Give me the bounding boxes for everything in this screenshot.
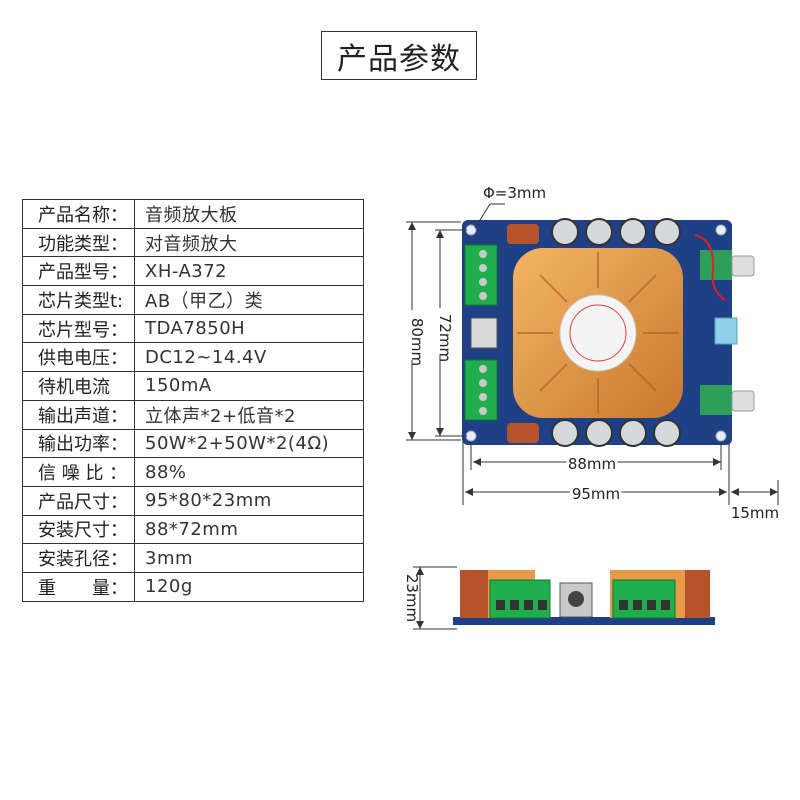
side-terminal-right <box>612 579 676 619</box>
spec-value: 对音频放大 <box>134 227 364 258</box>
dim-width-inner: 88mm <box>568 455 616 473</box>
spec-key: 供电电压： <box>22 342 135 373</box>
spec-key: 待机电流 <box>22 371 135 401</box>
spec-key: 产品名称： <box>22 199 135 229</box>
spec-value: TDA7850H <box>134 313 364 344</box>
mount-hole <box>465 224 477 236</box>
side-inductor <box>685 570 710 618</box>
chip-label-disc <box>559 294 637 372</box>
mount-hole <box>715 224 727 236</box>
board-side-view: 23mm <box>403 566 715 630</box>
spec-value: AB（甲乙）类 <box>134 285 364 315</box>
dim-height-outer: 80mm <box>408 318 426 366</box>
inductor <box>507 423 539 443</box>
spec-row: 产品型号：XH-A372 <box>22 256 364 287</box>
spec-table-body: 产品名称：音频放大板 功能类型：对音频放大 产品型号：XH-A372 芯片类型t… <box>22 199 364 602</box>
spec-key: 芯片类型t: <box>22 285 135 315</box>
spec-value: 95*80*23mm <box>134 485 364 516</box>
side-terminal-left <box>489 579 551 619</box>
spec-key: 安装尺寸： <box>22 514 135 545</box>
spec-row: 输出功率：50W*2+50W*2(4Ω) <box>22 428 364 459</box>
capacitors-bottom <box>551 419 681 447</box>
knob-top <box>731 255 755 277</box>
spec-value: DC12~14.4V <box>134 342 364 373</box>
spec-key: 产品型号： <box>22 256 135 287</box>
dim-label-bg <box>429 308 451 354</box>
inductor <box>507 224 539 244</box>
spec-row: 芯片型号：TDA7850H <box>22 313 364 344</box>
spec-value: 150mA <box>134 371 364 401</box>
potentiometer-top <box>700 250 732 280</box>
dim-thickness: 23mm <box>403 574 421 622</box>
spec-value: XH-A372 <box>134 256 364 287</box>
spec-row: 供电电压：DC12~14.4V <box>22 342 364 373</box>
knob-bottom <box>731 390 755 412</box>
side-terminal-holes <box>496 600 670 610</box>
dc-jack <box>470 317 498 349</box>
spec-value: 3mm <box>134 543 364 573</box>
aux-jack <box>714 317 738 345</box>
side-dc-jack-hole <box>568 591 584 607</box>
heatsink-fins <box>517 252 679 414</box>
side-inductor <box>460 570 488 618</box>
spec-key: 安装孔径： <box>22 543 135 573</box>
board-top-view: 80mm 72mm 88mm 95mm 15mm Φ=3mm <box>401 184 779 522</box>
side-dimension-arrows <box>416 567 424 629</box>
potentiometer-bottom <box>700 385 732 415</box>
spec-row: 安装孔径：3mm <box>22 543 364 573</box>
spec-key: 信 噪 比 ： <box>22 457 135 487</box>
chip-label-ring <box>569 304 627 362</box>
spec-key: 芯片型号： <box>22 313 135 344</box>
spec-value: 88*72mm <box>134 514 364 545</box>
spec-value: 音频放大板 <box>134 199 364 229</box>
terminal-screws <box>479 250 487 415</box>
spec-row: 重 量：120g <box>22 571 364 602</box>
page-title-text: 产品参数 <box>337 41 461 77</box>
spec-value: 50W*2+50W*2(4Ω) <box>134 428 364 459</box>
dim-label-bg <box>401 310 423 360</box>
side-dimension-lines <box>413 566 457 630</box>
spec-key: 产品尺寸： <box>22 485 135 516</box>
dim-height-inner: 72mm <box>436 314 454 362</box>
spec-value: 88% <box>134 457 364 487</box>
spec-value: 立体声*2+低音*2 <box>134 399 364 430</box>
capacitors-top <box>551 218 681 246</box>
spec-table: 产品名称：音频放大板 功能类型：对音频放大 产品型号：XH-A372 芯片类型t… <box>22 199 364 602</box>
spec-key: 输出功率： <box>22 428 135 459</box>
red-wire <box>694 234 726 301</box>
page-title: 产品参数 <box>321 31 477 80</box>
spec-key: 重 量： <box>22 571 135 602</box>
spec-key: 功能类型： <box>22 227 135 258</box>
mount-hole <box>715 430 727 442</box>
dim-knob-extend: 15mm <box>731 504 779 522</box>
dimension-arrows <box>408 222 778 496</box>
side-pcb <box>453 617 715 625</box>
spec-row: 功能类型：对音频放大 <box>22 227 364 258</box>
spec-key: 输出声道： <box>22 399 135 430</box>
spec-row: 产品尺寸：95*80*23mm <box>22 485 364 516</box>
spec-row: 信 噪 比 ：88% <box>22 457 364 487</box>
dim-width-outer: 95mm <box>572 485 620 503</box>
spec-value: 120g <box>134 571 364 602</box>
spec-row: 产品名称：音频放大板 <box>22 199 364 229</box>
mount-hole <box>465 430 477 442</box>
spec-row: 安装尺寸：88*72mm <box>22 514 364 545</box>
spec-row: 输出声道：立体声*2+低音*2 <box>22 399 364 430</box>
dim-hole-diameter: Φ=3mm <box>483 184 546 202</box>
spec-row: 芯片类型t:AB（甲乙）类 <box>22 285 364 315</box>
